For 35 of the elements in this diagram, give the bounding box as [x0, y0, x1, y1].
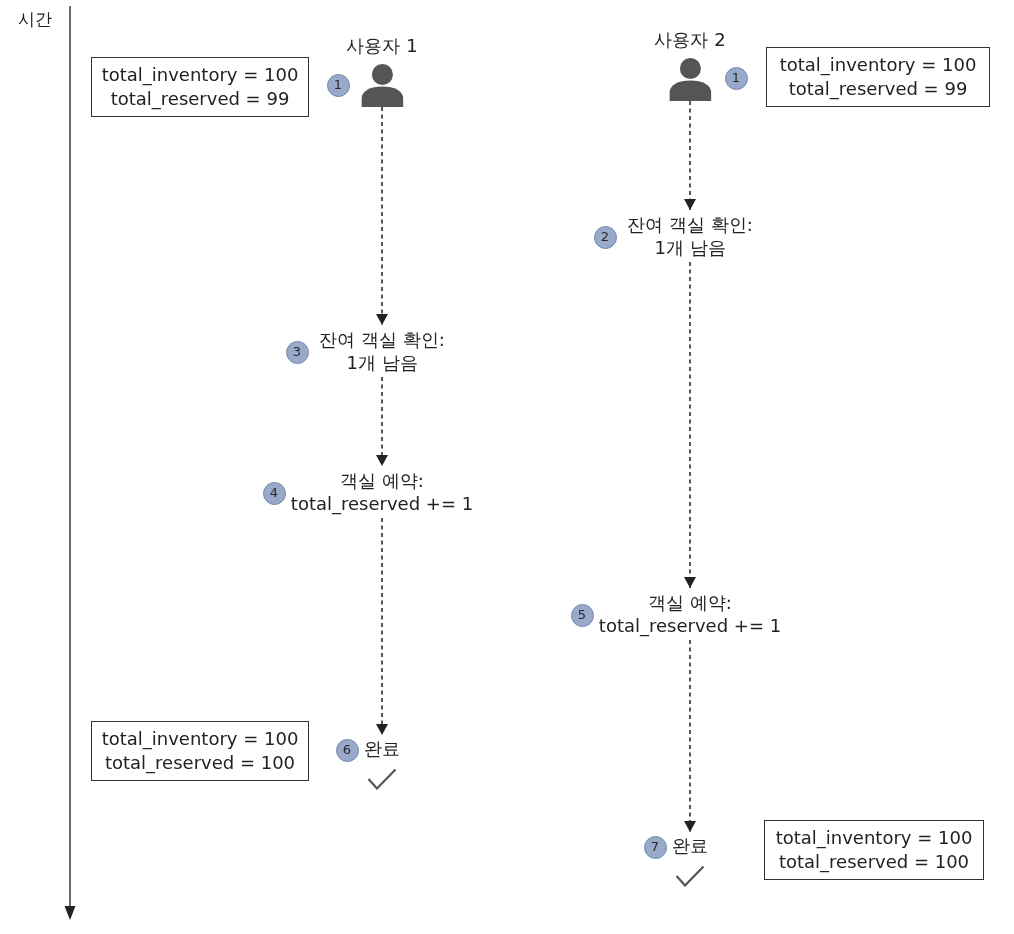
state-text: total_inventory = 100: [778, 53, 978, 77]
state-text: total_inventory = 100: [100, 63, 300, 87]
actor-label: 사용자 1: [346, 35, 418, 57]
dashed-arrow: [376, 376, 388, 467]
callout-number: 2: [593, 225, 617, 249]
dashed-arrow: [684, 261, 696, 589]
state-text: total_reserved = 100: [777, 850, 971, 874]
status-label: 완료: [672, 835, 708, 857]
state-box: [91, 721, 309, 781]
state-text: total_reserved = 99: [109, 87, 291, 111]
callout-number: 7: [643, 835, 667, 859]
step-label: 잔여 객실 확인: 1개 남음: [318, 328, 446, 374]
dashed-arrow: [684, 100, 696, 211]
callout-number: 1: [326, 73, 350, 97]
dashed-arrow: [376, 106, 388, 326]
step-label: 잔여 객실 확인: 1개 남음: [626, 213, 754, 259]
state-text: total_reserved = 99: [787, 77, 969, 101]
state-text: total_reserved = 100: [103, 751, 297, 775]
callout-number: 4: [262, 481, 286, 505]
state-text: total_inventory = 100: [100, 727, 300, 751]
state-box: [764, 820, 984, 880]
state-text: total_inventory = 100: [774, 826, 974, 850]
state-box: [766, 47, 990, 107]
callout-number: 3: [285, 340, 309, 364]
callout-number: 5: [570, 603, 594, 627]
callout-number: 6: [335, 738, 359, 762]
state-box: [91, 57, 309, 117]
dashed-arrow: [376, 517, 388, 736]
step-label: 객실 예약: total_reserved += 1: [289, 469, 475, 515]
dashed-arrow: [684, 639, 696, 833]
axis-label: 시간: [18, 8, 52, 30]
callout-number: 1: [724, 66, 748, 90]
step-label: 객실 예약: total_reserved += 1: [597, 591, 783, 637]
actor-label: 사용자 2: [654, 29, 726, 51]
status-label: 완료: [364, 738, 400, 760]
